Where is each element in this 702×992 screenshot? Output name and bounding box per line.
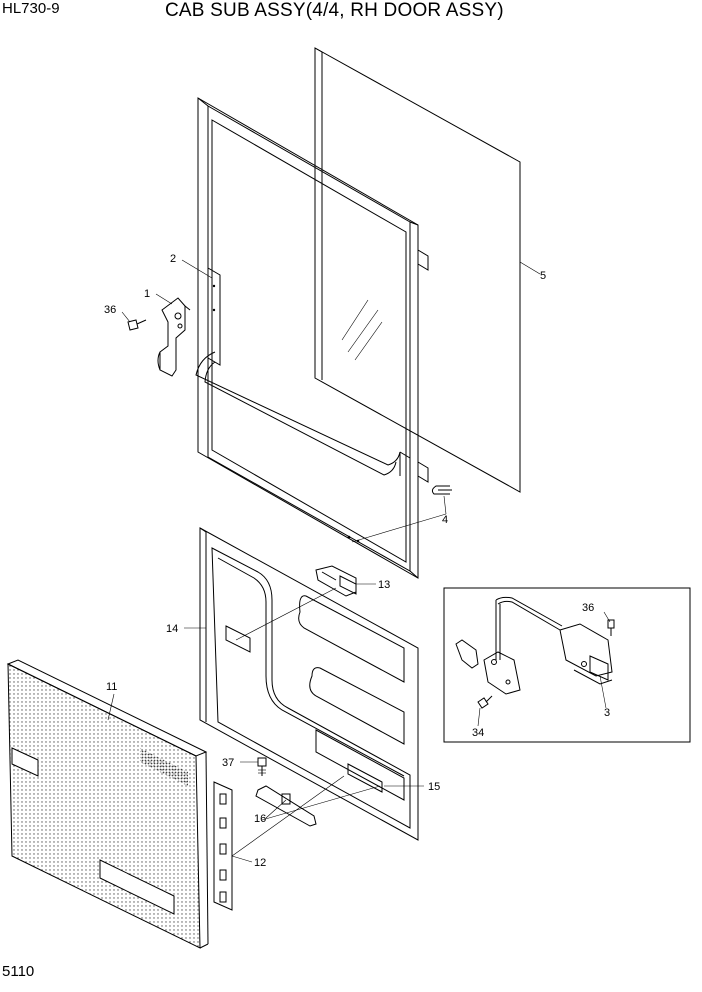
callout-37: 37: [222, 757, 234, 769]
glass-pane-part-5: [314, 47, 521, 493]
callout-1: 1: [144, 288, 150, 300]
model-number: HL730-9: [2, 0, 60, 17]
callout-5: 5: [540, 270, 546, 282]
door-cover-part-11: [6, 659, 209, 949]
callout-36-left: 36: [104, 304, 116, 316]
lock-mechanism-inset: [443, 587, 691, 743]
bolt-part-36-left: [127, 319, 147, 331]
callout-34: 34: [472, 727, 484, 739]
page-number: 5110: [2, 963, 35, 980]
leader-lines: [107, 259, 611, 863]
callout-12: 12: [254, 857, 266, 869]
strip-part-12: [213, 781, 233, 911]
callout-16: 16: [254, 813, 266, 825]
callout-3: 3: [604, 707, 610, 719]
bolt-part-37: [257, 757, 267, 776]
callout-15: 15: [428, 781, 440, 793]
handle-bracket-part-1: [157, 297, 191, 377]
callout-4: 4: [442, 514, 448, 526]
callout-14: 14: [166, 623, 178, 635]
callout-36-right: 36: [582, 602, 594, 614]
callout-11: 11: [106, 681, 117, 693]
callout-2: 2: [170, 253, 176, 265]
clip-part-4: [431, 485, 452, 495]
callout-labels: 2 1 36 5 4 13 14 11 37 15 16 12 36 3 34: [104, 253, 610, 869]
page-title: CAB SUB ASSY(4/4, RH DOOR ASSY): [165, 0, 504, 21]
lock-lever-part-16: [255, 785, 317, 827]
door-panel-part-14: [199, 527, 419, 841]
inner-handle-part-13: [315, 565, 357, 597]
callout-13: 13: [378, 579, 390, 591]
door-frame-part-2: [195, 97, 429, 579]
